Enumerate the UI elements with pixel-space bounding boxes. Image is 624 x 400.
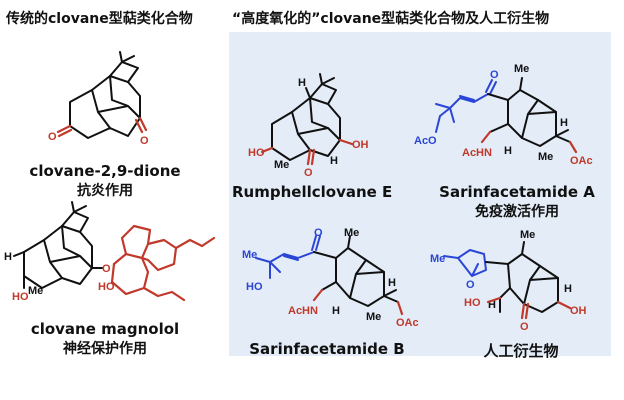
atom-acetamido: AcHN (288, 305, 318, 317)
atom-acetamido: AcHN (462, 147, 492, 159)
structure-sarinfacetamide-a: O AcO Me H H Me AcHN OAc (414, 63, 593, 167)
compound-label: 人工衍生物 (456, 340, 586, 361)
compound-name: Sarinfacetamide A (439, 183, 595, 201)
atom-hydrogen: H (564, 283, 572, 295)
atom-methyl: Me (344, 227, 359, 239)
highly-oxidized-panel (229, 32, 611, 356)
atom-oxygen: O (48, 131, 57, 143)
compound-name: 人工衍生物 (483, 342, 559, 360)
atom-methyl: Me (520, 229, 535, 241)
header-highly-oxidized-clovanes: “高度氧化的”clovane型萜类化合物及人工衍生物 (232, 11, 550, 27)
atom-methyl: Me (514, 63, 529, 75)
compound-label: clovane magnolol 神经保护作用 (10, 320, 200, 358)
atom-hydroxyl: HO (12, 291, 29, 303)
atom-oxygen: O (466, 279, 475, 291)
compound-name: clovane-2,9-dione (29, 162, 181, 180)
atom-hydroxyl: OH (352, 139, 369, 151)
atom-methyl: Me (28, 285, 43, 297)
atom-methyl: Me (538, 151, 553, 163)
compound-name: clovane magnolol (30, 320, 180, 338)
atom-methyl: Me (366, 311, 381, 323)
structure-sarinfacetamide-b: O Me HO Me H H Me AcHN OAc (242, 227, 419, 329)
atom-oxygen: O (520, 321, 529, 333)
atom-hydroxyl: HO (98, 281, 115, 293)
atom-hydrogen: H (330, 155, 338, 167)
atom-hydrogen: H (388, 277, 396, 289)
header-traditional-clovanes: 传统的clovane型萜类化合物 (6, 11, 193, 27)
compound-label: Sarinfacetamide B (242, 340, 412, 358)
atom-hydrogen: H (332, 305, 340, 317)
atom-hydrogen: H (504, 145, 512, 157)
compound-label: Rumphellclovane E (232, 183, 393, 201)
atom-oxygen: O (140, 135, 149, 147)
atom-hydroxyl: OH (570, 305, 587, 317)
atom-hydrogen: H (488, 299, 496, 311)
compound-name: Sarinfacetamide B (249, 340, 405, 358)
atom-hydroxyl: HO (248, 147, 265, 159)
atom-hydrogen: H (298, 77, 306, 89)
atom-acetoxy: OAc (570, 155, 593, 167)
structure-artificial-derivative: Me O Me H H HO O OH (430, 229, 587, 333)
structure-clovane-magnolol: H HO Me O HO (4, 201, 216, 303)
atom-methyl: Me (274, 159, 289, 171)
compound-label: Sarinfacetamide A 免疫激活作用 (432, 183, 602, 221)
atom-hydrogen: H (560, 117, 568, 129)
compound-activity: 神经保护作用 (63, 341, 147, 357)
atom-oxygen: O (314, 227, 323, 239)
atom-methyl: Me (242, 249, 257, 261)
compound-activity: 免疫激活作用 (475, 204, 559, 220)
atom-oxygen: O (304, 167, 313, 179)
atom-methyl: Me (430, 253, 445, 265)
atom-oxygen: O (490, 69, 499, 81)
compound-name: Rumphellclovane E (232, 183, 393, 201)
structure-clovane-2-9-dione: O O (48, 51, 149, 147)
atom-oxygen: O (102, 263, 111, 275)
atom-acetoxy: OAc (396, 317, 419, 329)
atom-acetoxy: AcO (414, 135, 437, 147)
structure-rumphellclovane-e: H HO Me O OH H (248, 73, 369, 179)
atom-hydrogen: H (4, 251, 12, 263)
compound-label: clovane-2,9-dione 抗炎作用 (20, 162, 190, 200)
compound-activity: 抗炎作用 (77, 183, 133, 199)
atom-hydroxyl: HO (464, 297, 481, 309)
atom-hydroxyl: HO (246, 281, 263, 293)
